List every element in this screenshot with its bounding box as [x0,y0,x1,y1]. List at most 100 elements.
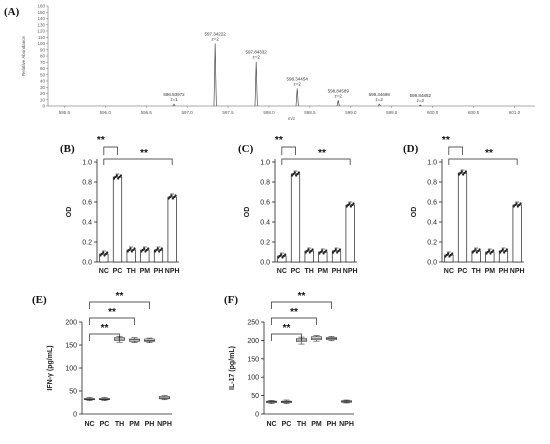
panel-label-E: (E) [32,294,47,306]
spectrum-y-tick-label: 50 [40,72,46,77]
peak-mz-label: 597.84332 [246,50,268,55]
od-point [447,252,450,255]
od-y-tick-label: 0.6 [260,200,270,207]
od-point [460,170,463,173]
od-point [307,248,310,251]
panel-label-B: (B) [60,143,75,155]
significance-label: ** [290,307,298,318]
od-point [325,249,328,252]
od-bar [318,251,328,263]
od-point [489,252,492,255]
od-point [458,173,461,176]
od-point [474,248,477,251]
spectrum-x-tick-label: 600.5 [468,110,480,115]
od-point [277,256,280,259]
box-y-tick-label: 50 [251,393,259,400]
od-point [295,174,298,177]
od-bar [331,250,342,263]
od-point [463,171,466,175]
od-point [488,249,491,252]
od-point [500,249,503,253]
peak-mz-label: 599.34698 [369,92,391,97]
spectrum-y-tick-label: 70 [40,60,46,65]
od-bar [290,173,301,263]
od-point [512,205,515,208]
od-point [462,173,465,176]
od-point [308,251,311,254]
spectrum-peak [213,43,217,107]
spectrum-y-tick-label: 120 [37,29,45,34]
spectrum-x-tick-label: 597.0 [182,110,194,115]
od-point [102,251,105,254]
significance-label: ** [140,148,148,159]
significance-bracket [103,146,118,155]
od-point [486,250,489,254]
od-y-tick-label: 0.8 [260,180,270,187]
od-point [322,252,325,255]
od-point [471,251,474,254]
od-bar [471,250,481,263]
od-bar [485,251,495,263]
significance-bracket [89,301,150,309]
spectrum-y-tick-label: 80 [40,54,46,59]
box-y-tick-label: 200 [247,338,259,345]
od-point [115,174,118,177]
od-point [519,202,522,205]
od-point [478,248,481,251]
od-y-tick-label: 0.0 [82,260,92,267]
od-point [284,253,287,256]
od-point [451,252,454,255]
od-point [501,248,504,251]
od-point [499,251,502,254]
od-point [171,197,174,200]
box-category-label: NC [84,421,94,428]
od-point [516,205,519,208]
box-category-label: PH [327,421,337,428]
spectrum-peak [254,61,258,107]
significance-bracket [271,333,302,341]
box-y-tick-label: 50 [69,389,77,396]
spectrum-x-tick-label: 599.5 [386,110,398,115]
od-point [174,194,177,197]
od-category-label: NC [277,268,287,275]
peak-mz-label: 599.84882 [410,93,432,98]
od-point [291,174,294,177]
od-point [505,248,508,251]
spectrum-peak [418,104,422,107]
od-point [311,248,314,251]
box-category-label: TH [297,421,306,428]
box-category-label: NC [266,421,276,428]
od-category-label: PC [113,268,123,275]
od-point [318,252,321,255]
od-point [332,251,335,254]
od-y-tick-label: 0.6 [427,200,437,207]
peak-mz-label: 596.83972 [163,92,185,97]
od-point [292,172,295,176]
od-point [144,250,147,253]
od-point [515,202,518,205]
box-y-tick-label: 100 [65,366,77,373]
significance-bracket [271,317,317,325]
od-category-label: TH [471,268,480,275]
od-point [297,171,300,174]
significance-bracket [281,146,296,155]
spectrum-y-tick-label: 100 [37,41,45,46]
peak-charge-label: z=2 [417,98,425,103]
od-category-label: TH [304,268,313,275]
peak-charge-label: z=2 [293,82,301,87]
od-point [490,250,493,254]
od-y-tick-label: 0.4 [260,220,270,227]
od-point [333,249,336,253]
significance-bracket [271,301,332,309]
od-category-label: NC [444,268,454,275]
spectrum-y-tick-label: 90 [40,47,46,52]
od-point [156,247,159,250]
od-point [114,175,117,179]
spectrum-x-tick-label: 599.0 [345,110,357,115]
od-point [352,202,355,205]
od-point [337,249,340,253]
peak-charge-label: z=2 [335,93,343,98]
od-bar [167,196,177,263]
spectrum-y-tick-label: 150 [37,10,45,15]
od-point [126,250,129,253]
